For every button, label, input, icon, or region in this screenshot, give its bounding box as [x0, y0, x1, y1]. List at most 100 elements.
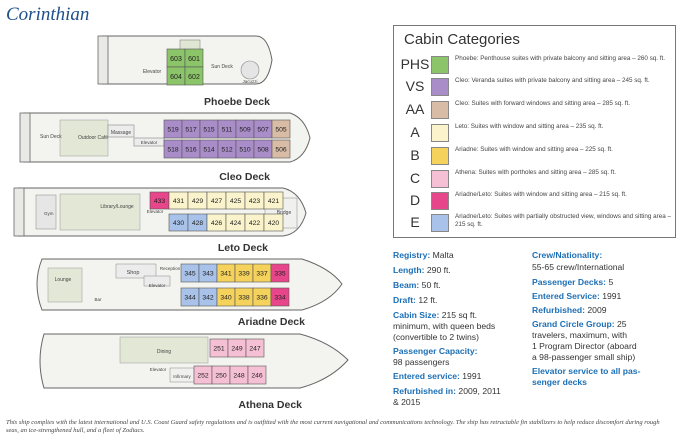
cabin-344[interactable]: 344 [180, 287, 200, 307]
cabin-433[interactable]: 433 [149, 191, 170, 210]
cleo-deck-plan: Sun Deck Outdoor Café Massage Elevator 5… [19, 112, 311, 163]
area-label: Shop [127, 270, 140, 276]
swatch-e [431, 214, 449, 232]
spec-value: 50 ft. [421, 280, 441, 290]
cabin-514[interactable]: 514 [199, 139, 219, 159]
cabin-341[interactable]: 341 [216, 263, 236, 283]
cabin-339[interactable]: 339 [234, 263, 254, 283]
cabin-number: 246 [251, 373, 263, 380]
legend-title: Cabin Categories [404, 31, 520, 48]
cabin-517[interactable]: 517 [181, 119, 201, 139]
cabin-number: 514 [203, 147, 215, 154]
spec-value: 2009, 2011 [458, 386, 501, 396]
phoebe-deck-plan: 603 601 604 602 Elevator Sun Deck Jacuzz… [97, 35, 273, 86]
cabin-340[interactable]: 340 [216, 287, 236, 307]
cabin-251[interactable]: 251 [209, 338, 229, 358]
cabin-427[interactable]: 427 [206, 191, 227, 210]
cabin-431[interactable]: 431 [168, 191, 189, 210]
cabin-249[interactable]: 249 [227, 338, 247, 358]
spec-capacity: Passenger Capacity: [393, 346, 478, 357]
area-label: Reception [160, 266, 181, 271]
cabin-335[interactable]: 335 [270, 263, 290, 283]
spec-value: 1991 [462, 371, 482, 381]
cabin-429[interactable]: 429 [187, 191, 208, 210]
cabin-505[interactable]: 505 [271, 119, 291, 139]
spec-cabin-size-3: (convertible to 2 twins) [393, 332, 479, 342]
spec-key: Passenger Capacity: [393, 346, 478, 356]
cabin-426[interactable]: 426 [206, 213, 227, 232]
swatch-d [431, 192, 449, 210]
legend-row-vs: VS Cleo: Veranda suites with private bal… [400, 77, 672, 99]
cabin-number: 428 [192, 220, 204, 227]
legend-row-c: C Athena: Suites with portholes and sitt… [400, 169, 672, 191]
legend-code: PHS [400, 56, 430, 72]
cabin-number: 433 [154, 198, 166, 205]
area-label: Gym [44, 211, 54, 216]
cabin-518[interactable]: 518 [163, 139, 183, 159]
cabin-423[interactable]: 423 [244, 191, 265, 210]
spec-key: Refurbished: [532, 305, 585, 315]
cabin-425[interactable]: 425 [225, 191, 246, 210]
cabin-424[interactable]: 424 [225, 213, 246, 232]
legend-row-phs: PHS Phoebe: Penthouse suites with privat… [400, 55, 672, 77]
deck-label-ariadne: Ariadne Deck [238, 316, 305, 328]
cabin-510[interactable]: 510 [235, 139, 255, 159]
spec-length: Length: 290 ft. [393, 265, 451, 276]
cabin-338[interactable]: 338 [234, 287, 254, 307]
legend-row-a: A Leto: Suites with window and sitting a… [400, 123, 672, 145]
legend-row-d: D Ariadne/Leto: Suites with window and s… [400, 191, 672, 213]
legend-desc: Cleo: Veranda suites with private balcon… [455, 77, 650, 84]
cabin-342[interactable]: 342 [198, 287, 218, 307]
cabin-515[interactable]: 515 [199, 119, 219, 139]
cabin-506[interactable]: 506 [271, 139, 291, 159]
cabin-247[interactable]: 247 [245, 338, 265, 358]
cabin-516[interactable]: 516 [181, 139, 201, 159]
cabin-420[interactable]: 420 [263, 213, 284, 232]
cabin-507[interactable]: 507 [253, 119, 273, 139]
legend-desc: Ariadne: Suites with window and sitting … [455, 146, 613, 153]
spec-passenger-decks: Passenger Decks: 5 [532, 277, 613, 288]
cabin-number: 512 [221, 147, 233, 154]
cabin-428[interactable]: 428 [187, 213, 208, 232]
cabin-number: 423 [249, 198, 261, 205]
cabin-508[interactable]: 508 [253, 139, 273, 159]
swatch-aa [431, 101, 449, 119]
cabin-number: 252 [197, 373, 209, 380]
cabin-250[interactable]: 250 [211, 365, 231, 385]
spec-crew-value: 55-65 crew/International [532, 262, 625, 272]
cabin-number: 510 [239, 147, 251, 154]
cabin-345[interactable]: 345 [180, 263, 200, 283]
cabin-602[interactable] [184, 66, 204, 86]
spec-key: Entered service: [393, 371, 460, 381]
cabin-343[interactable]: 343 [198, 263, 218, 283]
swatch-b [431, 147, 449, 165]
cabin-number: 251 [213, 346, 225, 353]
cabin-248[interactable]: 248 [229, 365, 249, 385]
cabin-334[interactable]: 334 [270, 287, 290, 307]
deck-label-athena: Athena Deck [238, 399, 302, 411]
legend-code: E [410, 214, 420, 230]
cabin-252[interactable]: 252 [193, 365, 213, 385]
spec-key: Draft: [393, 295, 416, 305]
cabin-422[interactable]: 422 [244, 213, 265, 232]
legend-desc: Ariadne/Leto: Suites with window and sit… [455, 191, 627, 198]
area-label: Infirmary [173, 374, 191, 379]
area-label: Bridge [277, 210, 292, 216]
legend-desc: Phoebe: Penthouse suites with private ba… [455, 55, 666, 62]
legend-desc: Cleo: Suites with forward windows and si… [455, 100, 631, 107]
cabin-246[interactable]: 246 [247, 365, 267, 385]
cabin-511[interactable]: 511 [217, 119, 237, 139]
cabin-337[interactable]: 337 [252, 263, 272, 283]
spec-key: Entered Service: [532, 291, 600, 301]
cabin-number: 431 [173, 198, 185, 205]
spec-draft: Draft: 12 ft. [393, 295, 437, 306]
cabin-421[interactable]: 421 [263, 191, 284, 210]
cabin-519[interactable]: 519 [163, 119, 183, 139]
spec-key: Crew/Nationality: [532, 250, 603, 260]
cabin-430[interactable]: 430 [168, 213, 189, 232]
cabin-509[interactable]: 509 [235, 119, 255, 139]
cabin-512[interactable]: 512 [217, 139, 237, 159]
cabin-336[interactable]: 336 [252, 287, 272, 307]
